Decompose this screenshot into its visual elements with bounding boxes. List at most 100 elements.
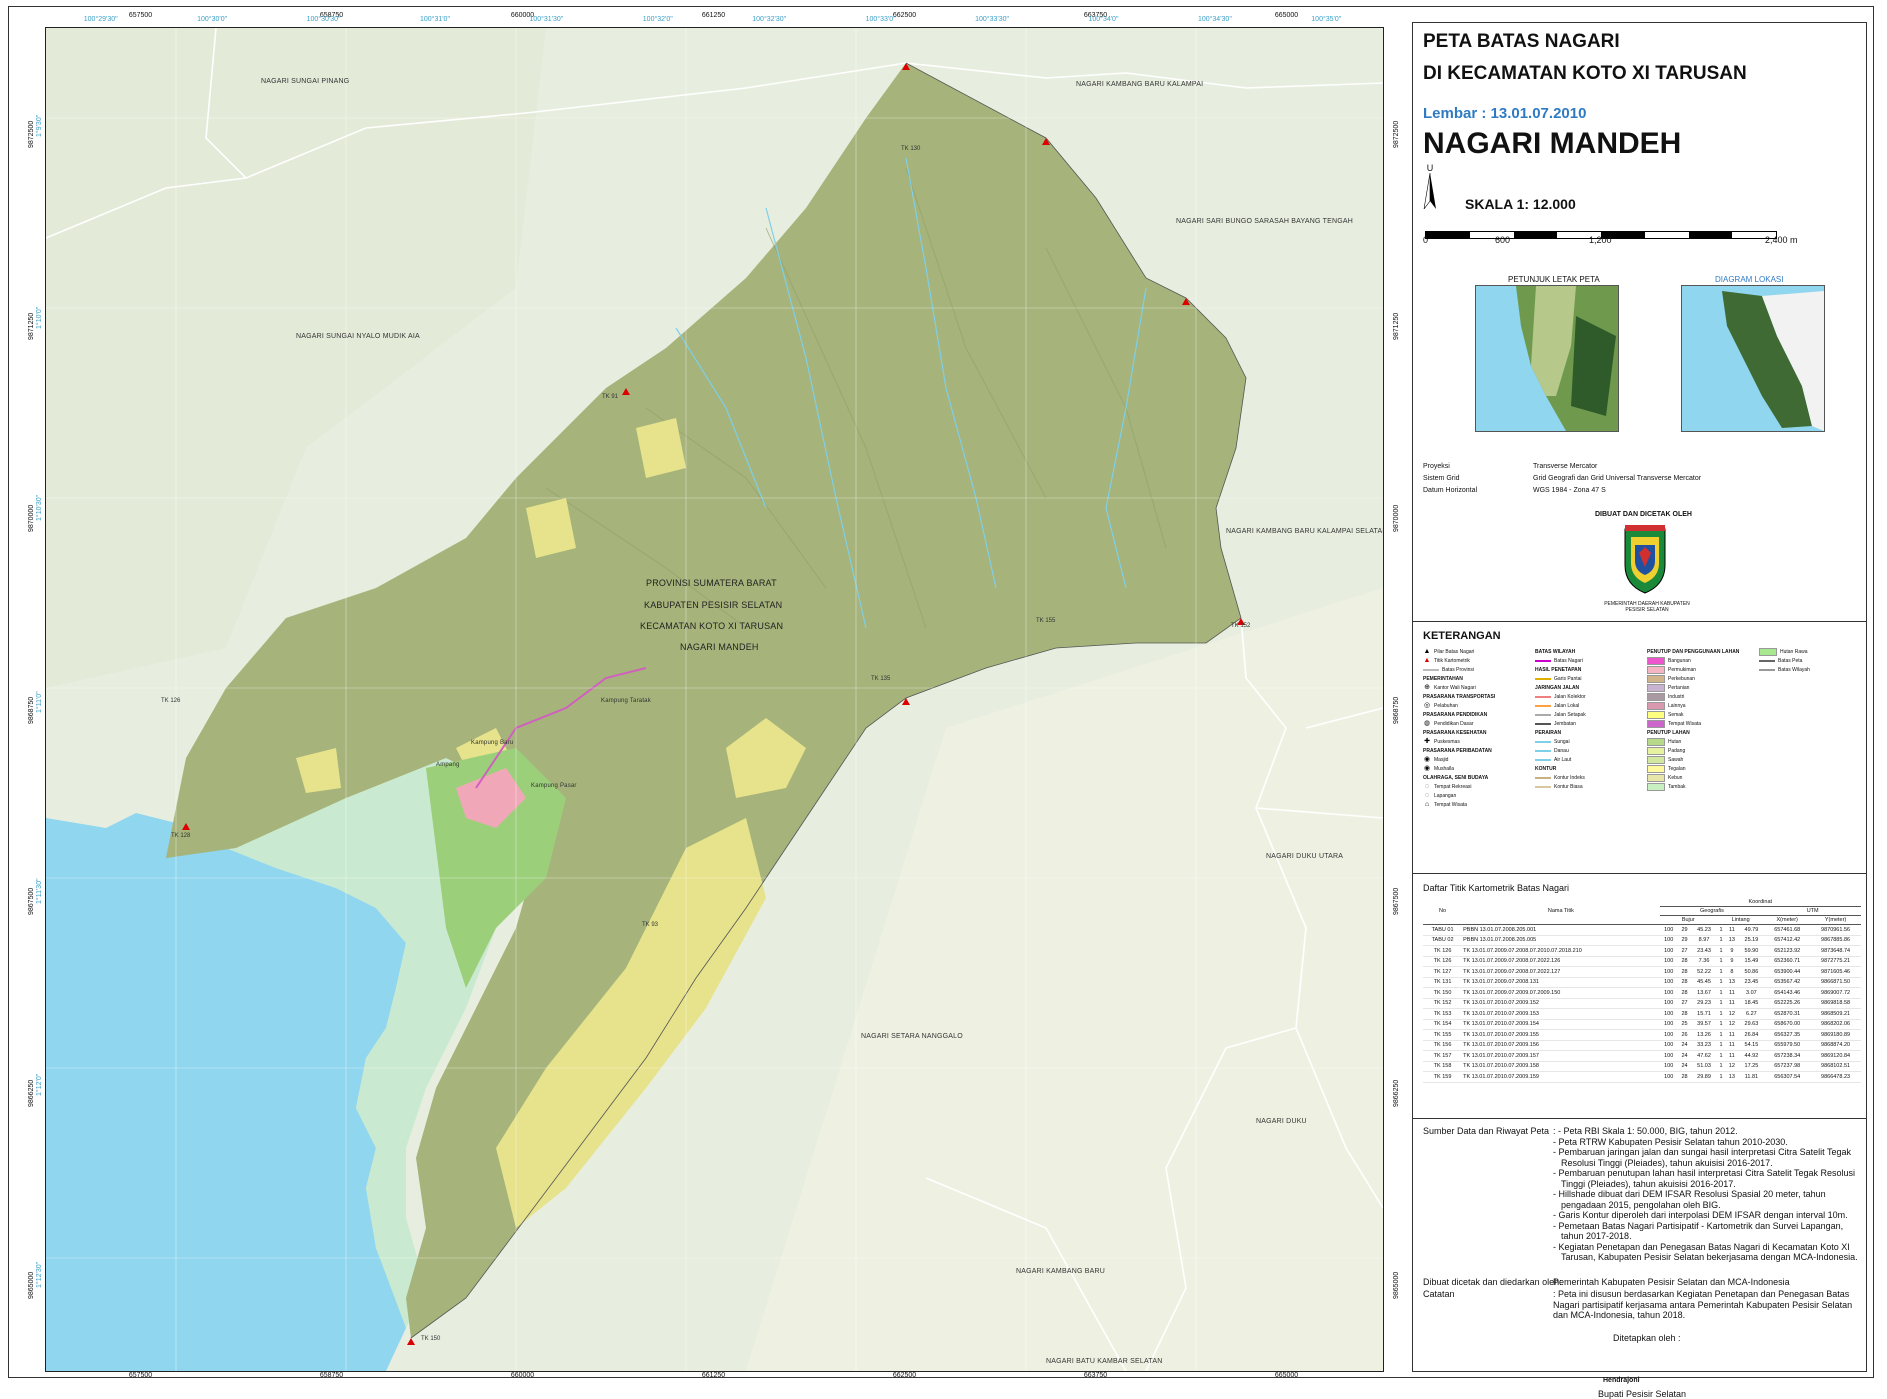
- legend-label: Jalan Lokal: [1554, 702, 1580, 709]
- table-cell: 44.92: [1738, 1050, 1765, 1062]
- grid-system-label: Sistem Grid: [1423, 475, 1460, 482]
- utm-tick-label: 662500: [892, 1372, 917, 1379]
- table-cell: 100: [1659, 1050, 1678, 1062]
- legend-item: JARINGAN JALAN: [1535, 683, 1643, 692]
- source-list: : - Peta RBI Skala 1: 50.000, BIG, tahun…: [1553, 1126, 1858, 1263]
- legend-swatch: [1647, 764, 1665, 773]
- legend-group-label: PRASARANA KESEHATAN: [1423, 729, 1487, 736]
- legend-item: Batas Provinsi: [1423, 665, 1531, 674]
- tk-label: TK 126: [161, 698, 181, 704]
- table-cell: 50.86: [1738, 966, 1765, 978]
- region-label: NAGARI SARI BUNGO SARASAH BAYANG TENGAH: [1176, 218, 1354, 225]
- legend-symbol-icon: ◉: [1423, 755, 1431, 763]
- region-label: NAGARI SUNGAI NYALO MUDIK AIA: [296, 333, 420, 340]
- legend-label: Jembatan: [1554, 720, 1576, 727]
- signer-title: Bupati Pesisir Selatan: [1598, 1389, 1687, 1399]
- table-cell: 15.71: [1691, 1008, 1717, 1020]
- grid-system-value: Grid Geografi dan Grid Universal Transve…: [1533, 475, 1702, 482]
- table-cell: 11.81: [1738, 1071, 1765, 1083]
- table-cell: 657461.68: [1764, 924, 1811, 936]
- legend-item: Jalan Kolektor: [1535, 692, 1643, 701]
- col-x: X(meter): [1764, 915, 1811, 925]
- legend-label: Kontur Indeks: [1554, 774, 1585, 781]
- inset-diagram-map[interactable]: [1681, 285, 1825, 432]
- legend-label: Tegalan: [1668, 765, 1686, 772]
- produced-label: Dibuat dicetak dan diedarkan oleh:: [1423, 1277, 1562, 1287]
- table-cell: 29.63: [1738, 1019, 1765, 1030]
- agriculture-area[interactable]: [426, 748, 566, 988]
- table-cell: 11: [1725, 987, 1739, 999]
- map-panel[interactable]: NAGARI SUNGAI PINANG NAGARI KAMBANG BARU …: [45, 27, 1384, 1372]
- legend-item: Permukiman: [1647, 665, 1755, 674]
- legend-symbol-icon: ▲: [1423, 656, 1431, 664]
- projection-value: Transverse Mercator: [1533, 463, 1598, 470]
- legend-item: Jalan Setapak: [1535, 710, 1643, 719]
- table-cell: 657238.34: [1764, 1050, 1811, 1062]
- legend-line-swatch: [1535, 722, 1551, 725]
- table-cell: TK 13.01.07.2009.07.2008.07.2022.127: [1462, 966, 1660, 978]
- legend-label: Batas Peta: [1778, 657, 1803, 664]
- table-cell: 100: [1659, 1008, 1678, 1020]
- region-label: NAGARI KAMBANG BARU KALAMPAI SELATAN: [1226, 528, 1384, 535]
- utm-tick-label: 660000: [510, 1372, 535, 1379]
- legend-swatch: [1647, 674, 1665, 683]
- col-y: Y(meter): [1810, 915, 1861, 925]
- legend-item: Kontur Biasa: [1535, 782, 1643, 791]
- legend-item: Air Laut: [1535, 755, 1643, 764]
- divider: [1413, 873, 1866, 874]
- legend-label: Kebun: [1668, 774, 1683, 781]
- inset-location-map[interactable]: [1475, 285, 1619, 432]
- admin-label: KECAMATAN KOTO XI TARUSAN: [640, 621, 784, 631]
- map-canvas[interactable]: [46, 28, 1383, 1371]
- scale-label-2400: 2,400 m: [1765, 235, 1798, 245]
- table-cell: TK 13.01.07.2010.07.2009.154: [1462, 1019, 1660, 1030]
- legend-label: Lapangan: [1434, 792, 1457, 799]
- region-label: NAGARI SUNGAI PINANG: [261, 78, 350, 85]
- table-cell: 656327.35: [1764, 1029, 1811, 1041]
- legend-label: Jalan Kolektor: [1554, 693, 1586, 700]
- legend-item: Hutan Rawa: [1759, 647, 1867, 656]
- sheet-number: Lembar : 13.01.07.2010: [1423, 105, 1587, 122]
- source-item: : - Peta RBI Skala 1: 50.000, BIG, tahun…: [1553, 1126, 1738, 1136]
- legend-label: Mushalla: [1434, 765, 1455, 772]
- tk-markers[interactable]: [182, 63, 1245, 1345]
- legend-symbol-icon: ◉: [1423, 764, 1431, 772]
- geo-tick-label: 1°12'30": [36, 1262, 43, 1289]
- table-cell: 51.03: [1691, 1061, 1717, 1072]
- notes-label: Catatan: [1423, 1289, 1455, 1299]
- hillshade: [545, 167, 1167, 629]
- nagari-mandeh-forest[interactable]: [166, 63, 1246, 1338]
- table-cell: 100: [1659, 1071, 1678, 1083]
- table-cell: 6.27: [1738, 1008, 1765, 1020]
- table-cell: 47.62: [1691, 1050, 1717, 1062]
- map-title-line2: DI KECAMATAN KOTO XI TARUSAN: [1423, 63, 1747, 84]
- table-cell: 9869818.58: [1810, 998, 1861, 1009]
- legend-item: Tempat Wisata: [1647, 719, 1755, 728]
- table-cell: 26: [1677, 1029, 1692, 1041]
- table-cell: 13: [1725, 1071, 1739, 1083]
- tk-label: TK 91: [602, 394, 619, 400]
- table-cell: TK 13.01.07.2010.07.2009.153: [1462, 1008, 1660, 1020]
- legend-line-swatch: [1535, 704, 1551, 707]
- legend-item: Sawah: [1647, 755, 1755, 764]
- legend-label: Semak: [1668, 711, 1684, 718]
- legend-group-label: PRASARANA PERIBADATAN: [1423, 747, 1492, 754]
- table-cell: 1: [1716, 956, 1726, 967]
- table-cell: 17.25: [1738, 1061, 1765, 1072]
- legend-item: OLAHRAGA, SENI BUDAYA: [1423, 773, 1531, 782]
- col-no: No: [1423, 898, 1463, 925]
- legend-item: Kontur Indeks: [1535, 773, 1643, 782]
- legend-label: Pilar Batas Nagari: [1434, 648, 1475, 655]
- legend-label: Tempat Rekreasi: [1434, 783, 1472, 790]
- settlement-area[interactable]: [456, 768, 526, 828]
- table-cell: 1: [1716, 1071, 1726, 1083]
- legend-item: PRASARANA KESEHATAN: [1423, 728, 1531, 737]
- scale-label-600: 600: [1495, 235, 1511, 245]
- divider: [1413, 621, 1866, 622]
- legend-item: Jembatan: [1535, 719, 1643, 728]
- legend-item: BATAS WILAYAH: [1535, 647, 1643, 656]
- legend-item: Batas Nagari: [1535, 656, 1643, 665]
- geo-tick-label: 1°10'0": [36, 306, 43, 329]
